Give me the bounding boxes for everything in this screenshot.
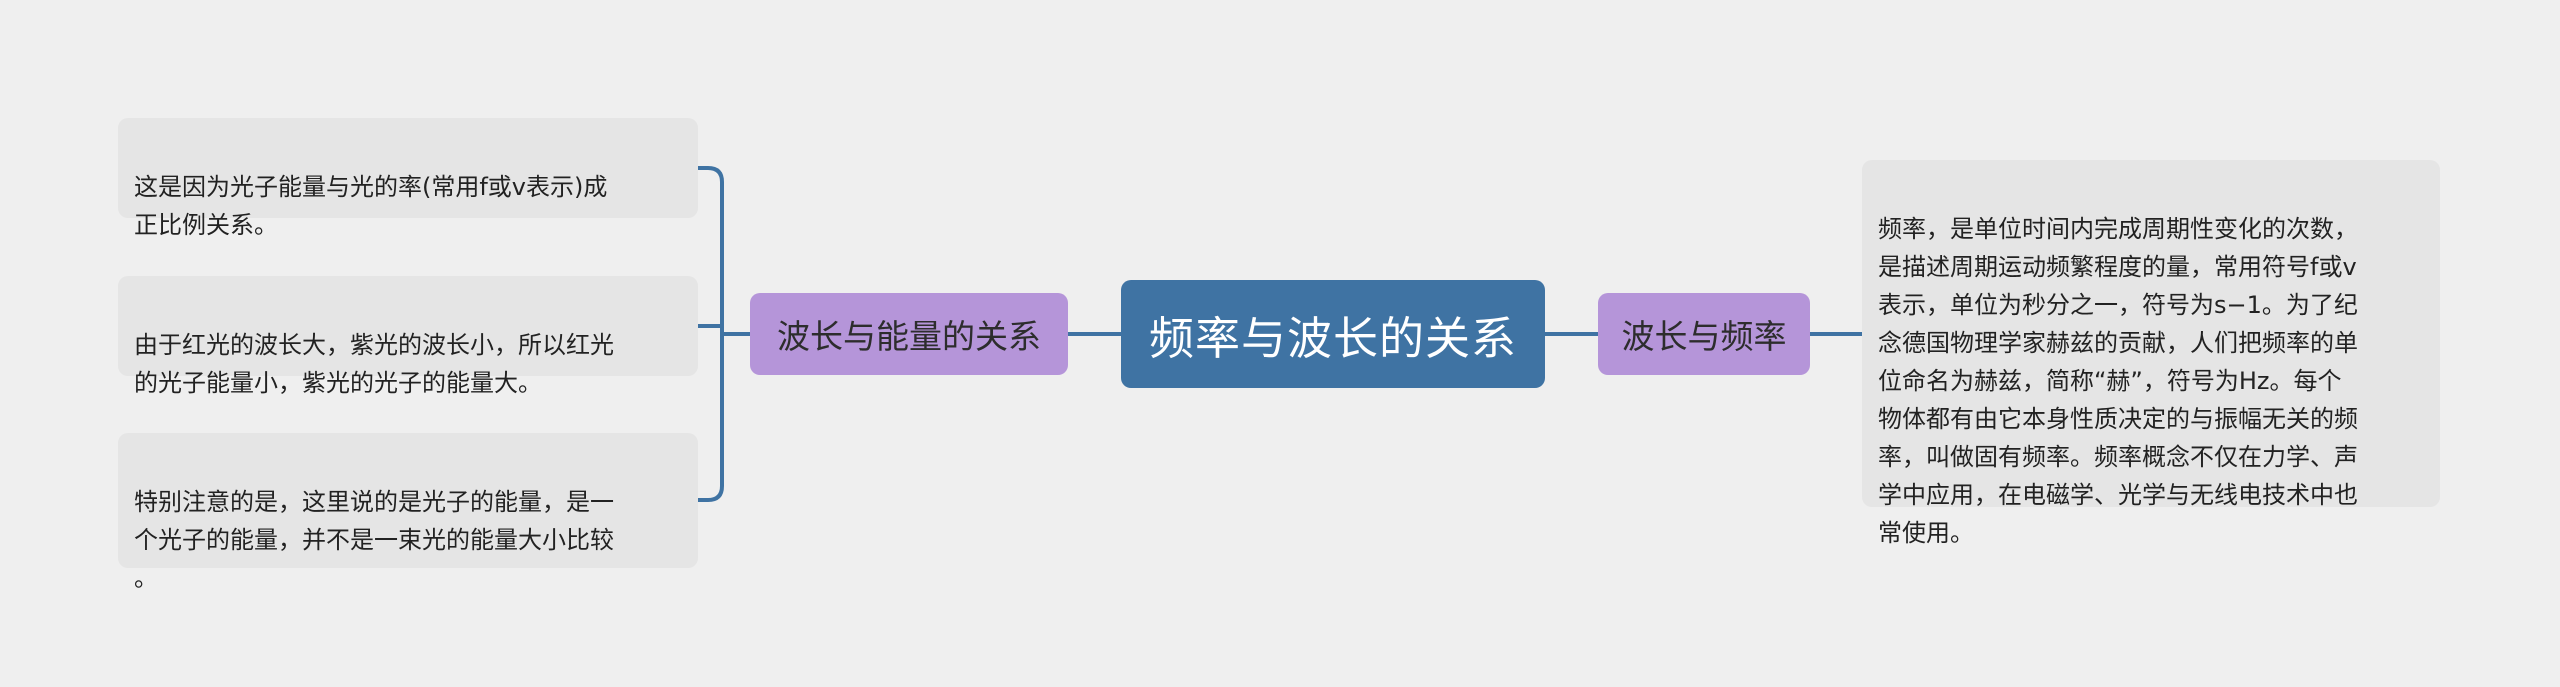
leaf-photon-energy-proportional[interactable]: 这是因为光子能量与光的率(常用f或v表示)成 正比例关系。: [118, 118, 698, 239]
leaf-text: 由于红光的波长大，紫光的波长小，所以红光 的光子能量小，紫光的光子的能量大。: [134, 331, 614, 397]
branch-wavelength-frequency-label: 波长与频率: [1621, 317, 1787, 356]
leaf-red-violet-comparison[interactable]: 由于红光的波长大，紫光的波长小，所以红光 的光子能量小，紫光的光子的能量大。: [118, 276, 698, 397]
central-topic-label: 频率与波长的关系: [1148, 311, 1517, 365]
connector-left-bracket: [696, 166, 724, 502]
leaf-text: 这是因为光子能量与光的率(常用f或v表示)成 正比例关系。: [134, 173, 608, 239]
leaf-text: 频率，是单位时间内完成周期性变化的次数， 是描述周期运动频繁程度的量，常用符号f…: [1878, 215, 2358, 547]
branch-wavelength-energy[interactable]: 波长与能量的关系: [750, 293, 1068, 375]
leaf-single-photon-note[interactable]: 特别注意的是，这里说的是光子的能量，是一 个光子的能量，并不是一束光的能量大小比…: [118, 433, 698, 592]
leaf-text: 特别注意的是，这里说的是光子的能量，是一 个光子的能量，并不是一束光的能量大小比…: [134, 488, 614, 592]
central-topic[interactable]: 频率与波长的关系: [1121, 280, 1545, 388]
branch-wavelength-energy-label: 波长与能量的关系: [777, 317, 1041, 356]
leaf-frequency-definition[interactable]: 频率，是单位时间内完成周期性变化的次数， 是描述周期运动频繁程度的量，常用符号f…: [1862, 160, 2440, 547]
branch-wavelength-frequency[interactable]: 波长与频率: [1598, 293, 1810, 375]
